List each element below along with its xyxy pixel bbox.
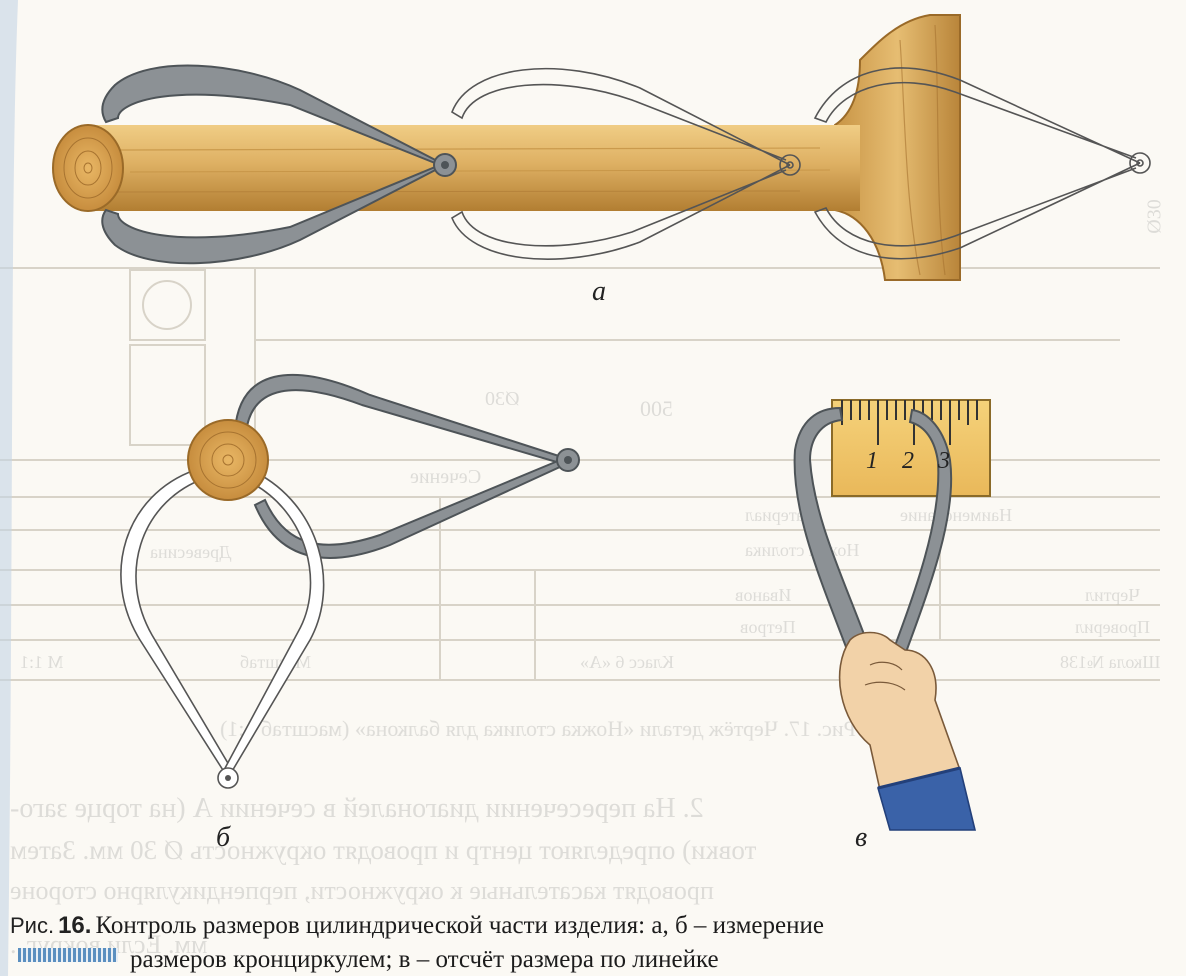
label-b: б [216, 822, 230, 854]
caption-accent-bar [18, 948, 118, 962]
ruler-tick-2: 2 [902, 448, 914, 475]
ruler-tick-3: 3 [938, 448, 950, 475]
hand [840, 633, 975, 831]
label-a: а [592, 276, 606, 308]
caption-label: Рис. [10, 913, 54, 938]
label-c: в [855, 822, 867, 854]
caption-text-2: размеров кронциркулем; в – отсчёт размер… [130, 946, 719, 974]
caliper-b [121, 375, 579, 788]
page-edge [0, 0, 18, 976]
caption-number: 16. [58, 912, 91, 939]
caption-line-1: Рис.16. Контроль размеров цилиндрической… [10, 912, 824, 940]
caption-text-1: Контроль размеров цилиндрической части и… [95, 912, 823, 939]
ruler-tick-1: 1 [866, 448, 878, 475]
